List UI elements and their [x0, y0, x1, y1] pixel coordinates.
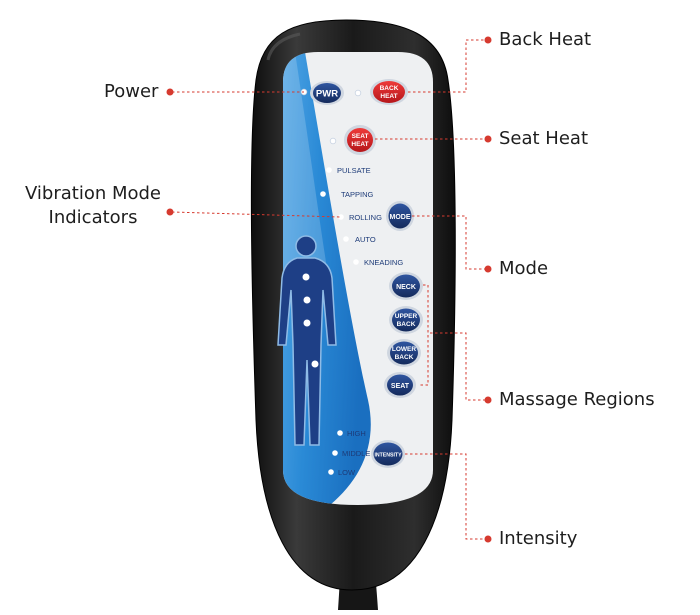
svg-text:NECK: NECK — [396, 284, 416, 291]
svg-text:LOWER: LOWER — [392, 346, 416, 353]
svg-text:BACK: BACK — [397, 321, 416, 328]
power-button[interactable]: PWR — [310, 81, 344, 105]
callout-power: Power — [104, 81, 159, 102]
vibration-mode-indicators: PULSATE TAPPING ROLLING AUTO KNEADING — [320, 166, 403, 267]
svg-text:SEAT: SEAT — [391, 383, 410, 390]
mode-label-tapping: TAPPING — [341, 190, 374, 199]
svg-text:SEAT: SEAT — [352, 133, 369, 140]
callout-vibration-mode-indicators: Vibration Mode Indicators — [18, 182, 168, 230]
svg-text:HEAT: HEAT — [351, 141, 368, 148]
mode-label-rolling: ROLLING — [349, 213, 382, 222]
mode-button[interactable]: MODE — [386, 201, 414, 231]
callout-seat-heat: Seat Heat — [499, 128, 589, 149]
callout-back-heat: Back Heat — [499, 29, 592, 50]
indicator-leds — [300, 88, 362, 145]
seat-button[interactable]: SEAT — [384, 372, 416, 398]
callout-vibration-line1: Vibration Mode — [24, 183, 162, 204]
svg-text:BACK: BACK — [380, 85, 399, 92]
callout-endpoints — [166, 36, 492, 543]
callout-massage-regions: Massage Regions — [499, 389, 655, 410]
svg-text:BACK: BACK — [395, 354, 414, 361]
svg-text:INTENSITY: INTENSITY — [374, 453, 402, 459]
mode-label-kneading: KNEADING — [364, 258, 403, 267]
callout-intensity: Intensity — [499, 528, 578, 549]
neck-button[interactable]: NECK — [389, 272, 423, 300]
intensity-indicators: HIGH MIDDLE LOW — [328, 429, 370, 477]
callout-leader-lines — [171, 39, 488, 540]
power-button-label: PWR — [316, 89, 338, 100]
svg-text:HEAT: HEAT — [380, 93, 397, 100]
mode-label-pulsate: PULSATE — [337, 166, 371, 175]
intensity-label-middle: MIDDLE — [342, 449, 370, 458]
mode-label-auto: AUTO — [355, 235, 376, 244]
seat-heat-button[interactable]: SEAT HEAT — [344, 125, 376, 155]
callout-mode: Mode — [499, 258, 549, 279]
intensity-label-high: HIGH — [347, 429, 366, 438]
back-heat-button[interactable]: BACK HEAT — [370, 79, 408, 105]
svg-text:MODE: MODE — [390, 214, 411, 221]
intensity-button[interactable]: INTENSITY — [371, 440, 405, 468]
upper-back-button[interactable]: UPPER BACK — [389, 306, 423, 334]
svg-text:UPPER: UPPER — [395, 313, 418, 320]
lower-back-button[interactable]: LOWER BACK — [387, 339, 421, 367]
intensity-label-low: LOW — [338, 468, 356, 477]
callout-vibration-line2: Indicators — [48, 207, 138, 228]
human-body-figure — [277, 235, 337, 446]
body-zone-dots — [302, 273, 319, 368]
